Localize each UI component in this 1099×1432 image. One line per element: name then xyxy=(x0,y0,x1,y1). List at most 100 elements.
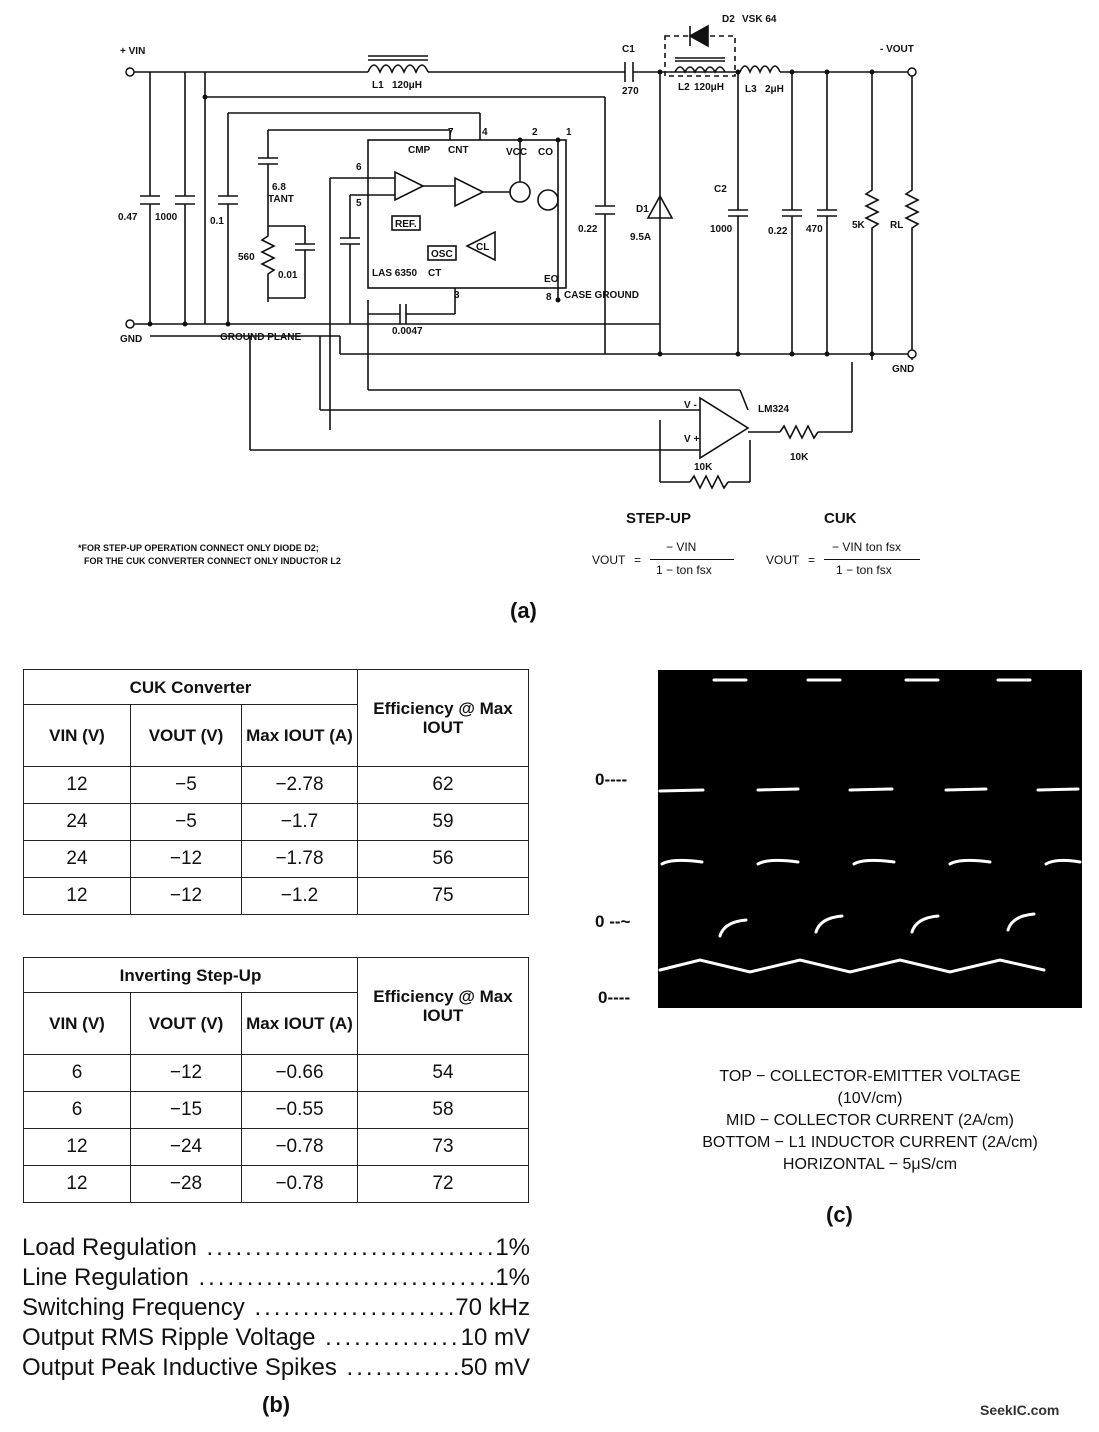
pin-2: 2 xyxy=(532,127,538,138)
caption-b: (b) xyxy=(262,1392,291,1417)
cell: 12 xyxy=(23,1165,131,1203)
cap-1000-label: 1000 xyxy=(155,212,178,223)
pin-co-label: CO xyxy=(538,147,553,158)
pin-3: 3 xyxy=(454,290,460,301)
pin-ct-label: CT xyxy=(428,268,441,279)
spec-row: Switching Frequency ....................… xyxy=(22,1293,530,1323)
osc-label: OSC xyxy=(431,249,453,260)
cell: −12 xyxy=(130,1054,242,1092)
scope-caption-line: TOP − COLLECTOR-EMITTER VOLTAGE xyxy=(719,1068,1021,1085)
cell: −2.78 xyxy=(241,766,358,804)
stepup-denominator: 1 − ton fsx xyxy=(656,563,712,577)
cell: −28 xyxy=(130,1165,242,1203)
footnote-line1: *FOR STEP-UP OPERATION CONNECT ONLY DIOD… xyxy=(78,543,319,553)
cell: 6 xyxy=(23,1054,131,1092)
scope-caption-line: HORIZONTAL − 5μS/cm xyxy=(782,1156,958,1173)
cell: 62 xyxy=(357,766,529,804)
l2-value: 120μH xyxy=(694,82,724,93)
res-10k-b-label: 10K xyxy=(694,462,713,473)
tant-label: TANT xyxy=(268,194,294,205)
cell: −1.78 xyxy=(241,840,358,878)
pin-5: 5 xyxy=(356,198,362,209)
cell: 12 xyxy=(23,877,131,915)
cap-022-label: 0.22 xyxy=(578,224,598,235)
l2-label: L2 xyxy=(678,82,690,93)
cell: −24 xyxy=(130,1128,242,1166)
pin-eo-label: EO xyxy=(544,274,559,285)
cell: −0.66 xyxy=(241,1054,358,1092)
cuk-table: CUK Converter Efficiency @ Max IOUT VIN … xyxy=(23,669,529,915)
stepup-eq-sign: = xyxy=(634,553,642,567)
cell: −15 xyxy=(130,1091,242,1129)
footnote-line2: FOR THE CUK CONVERTER CONNECT ONLY INDUC… xyxy=(84,556,341,566)
spec-leader: ........................................… xyxy=(254,1294,456,1321)
stepup-table: Inverting Step-Up Efficiency @ Max IOUT … xyxy=(23,957,529,1203)
lm324-label: LM324 xyxy=(758,404,790,415)
l3-value: 2μH xyxy=(765,84,784,95)
stepup-header-vin: VIN (V) xyxy=(23,992,131,1055)
footnote: *FOR STEP-UP OPERATION CONNECT ONLY DIOD… xyxy=(78,542,438,568)
c1-label: C1 xyxy=(622,44,635,55)
cell: −0.78 xyxy=(241,1128,358,1166)
res-5k-label: 5K xyxy=(852,220,866,231)
d2-part: VSK 64 xyxy=(742,14,777,25)
cell: 24 xyxy=(23,803,131,841)
pin-8: 8 xyxy=(546,292,552,303)
cell: −12 xyxy=(130,877,242,915)
cell: −12 xyxy=(130,840,242,878)
cell: 24 xyxy=(23,840,131,878)
stepup-vout: VOUT xyxy=(592,553,626,567)
spec-leader: ........................................… xyxy=(206,1234,495,1261)
cuk-title: CUK xyxy=(824,510,857,527)
cell: −1.2 xyxy=(241,877,358,915)
watermark: SeekIC.com xyxy=(980,1402,1060,1418)
case-ground-label: CASE GROUND xyxy=(564,290,639,301)
rl-label: RL xyxy=(890,220,903,231)
stepup-numerator: − VIN xyxy=(666,540,697,554)
zero-marker-bot: 0---- xyxy=(598,988,631,1007)
scope-caption-line: MID − COLLECTOR CURRENT (2A/cm) xyxy=(726,1112,1014,1129)
cell: 75 xyxy=(357,877,529,915)
spec-row: Output Peak Inductive Spikes ...........… xyxy=(22,1353,530,1383)
pin-vcc-label: VCC xyxy=(506,147,527,158)
scope-caption-line: BOTTOM − L1 INDUCTOR CURRENT (2A/cm) xyxy=(702,1134,1038,1151)
pin-1: 1 xyxy=(566,127,572,138)
vout-label: - VOUT xyxy=(880,44,914,55)
c2-value: 1000 xyxy=(710,224,733,235)
spec-label: Output RMS Ripple Voltage xyxy=(22,1324,316,1351)
chip-label: LAS 6350 xyxy=(372,268,417,279)
cell: 56 xyxy=(357,840,529,878)
scope-traces xyxy=(658,678,1082,974)
spec-label: Output Peak Inductive Spikes xyxy=(22,1354,337,1381)
spec-row: Line Regulation ........................… xyxy=(22,1263,530,1293)
spec-row: Load Regulation ........................… xyxy=(22,1233,530,1263)
spec-value: 50 mV xyxy=(460,1354,530,1381)
cuk-equation: VOUT = − VIN ton fsx 1 − ton fsx xyxy=(766,540,926,580)
cell: −5 xyxy=(130,803,242,841)
cuk-vout: VOUT xyxy=(766,553,800,567)
cap-00047-label: 0.0047 xyxy=(392,326,423,337)
cuk-header-efficiency: Efficiency @ Max IOUT xyxy=(357,669,529,767)
cl-label: CL xyxy=(476,242,489,253)
schematic-diagram: + VIN GND - VOUT GND L1 120μH C1 270 D2 … xyxy=(118,14,920,490)
cuk-header-vin: VIN (V) xyxy=(23,704,131,767)
cuk-eq-sign: = xyxy=(808,553,816,567)
d1-label: D1 xyxy=(636,204,649,215)
zero-marker-top: 0---- xyxy=(595,770,628,789)
stepup-header-vout: VOUT (V) xyxy=(130,992,242,1055)
ground-plane-label: GROUND PLANE xyxy=(220,332,301,343)
oscilloscope-trace xyxy=(658,670,1082,1008)
caption-a: (a) xyxy=(510,598,537,623)
d2-label: D2 xyxy=(722,14,735,25)
l3-label: L3 xyxy=(745,84,757,95)
res-560-label: 560 xyxy=(238,252,255,263)
stepup-title: STEP-UP xyxy=(626,510,692,527)
cap-047-label: 0.47 xyxy=(118,212,138,223)
cell: 59 xyxy=(357,803,529,841)
spec-list: Load Regulation ........................… xyxy=(22,1233,530,1383)
vplus-label: V + xyxy=(684,434,699,445)
pin-7: 7 xyxy=(448,127,454,138)
vminus-label: V - xyxy=(684,400,697,411)
